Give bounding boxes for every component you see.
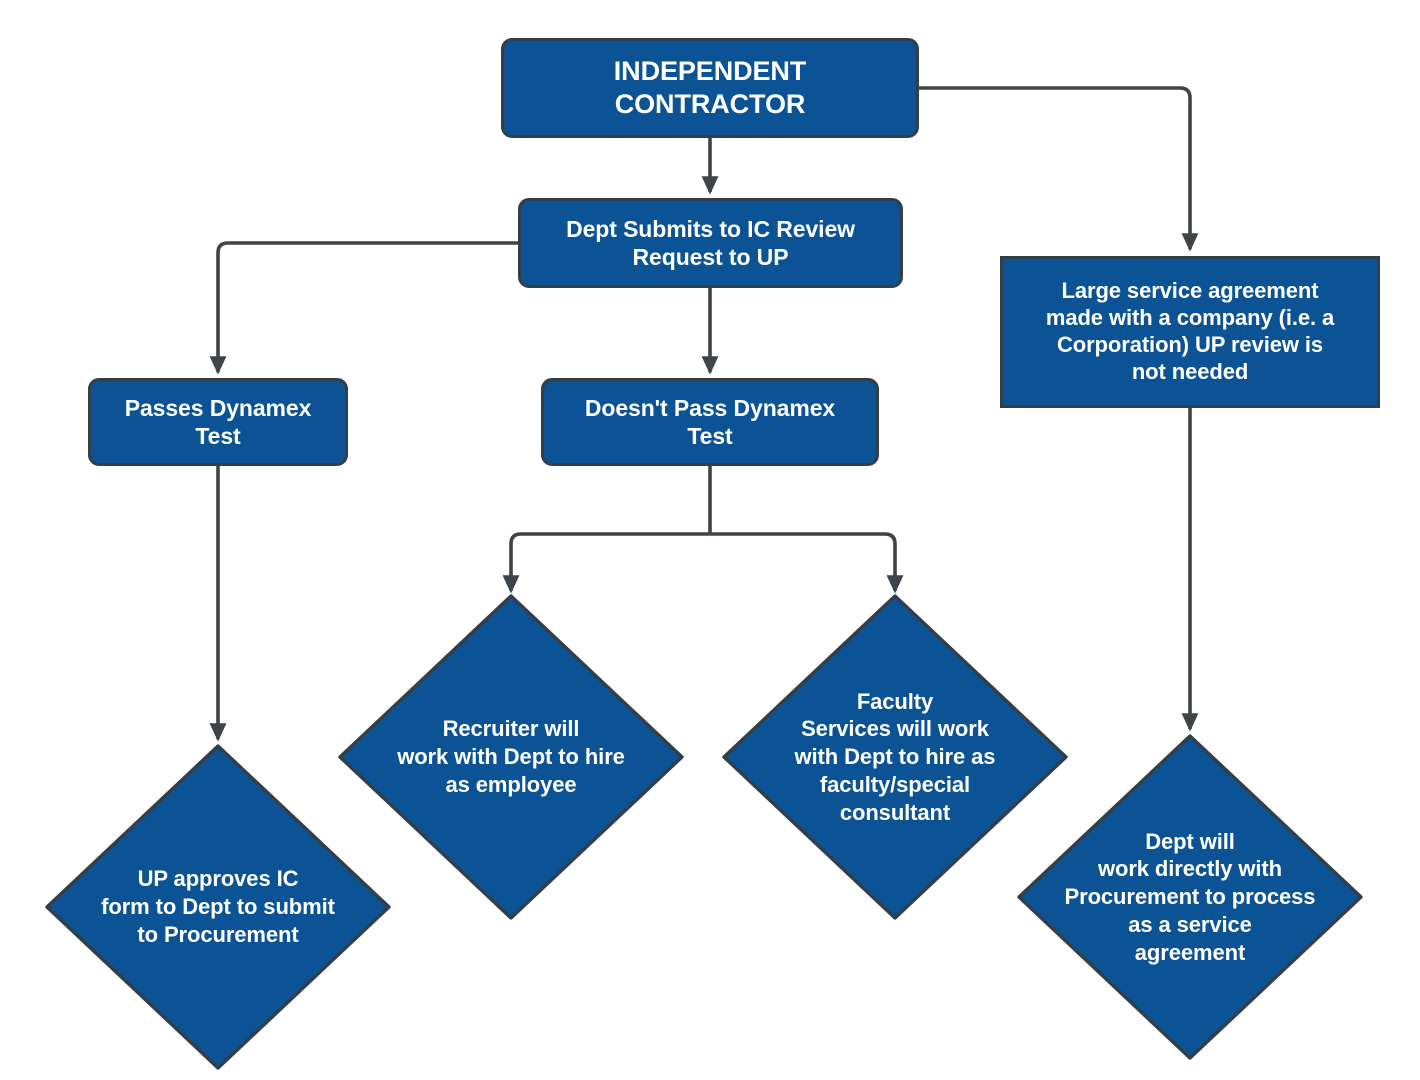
edge-dept-submits-to-passes <box>209 241 518 375</box>
diamond-shape <box>722 594 1068 920</box>
node-dept-procurement-service-agreement[interactable]: Dept will work directly with Procurement… <box>1015 732 1365 1062</box>
node-up-approves-ic-form[interactable]: UP approves IC form to Dept to submit to… <box>43 742 393 1072</box>
node-label: Faculty Services will work with Dept to … <box>794 688 996 825</box>
edge-ic-to-large-service <box>919 86 1199 252</box>
node-faculty-services-hire[interactable]: Faculty Services will work with Dept to … <box>720 592 1070 922</box>
node-large-service-agreement[interactable]: Large service agreement made with a comp… <box>1000 256 1380 408</box>
node-label: Dept will work directly with Procurement… <box>1064 828 1316 965</box>
diamond-shape <box>1017 734 1363 1060</box>
node-recruiter-hire-as-employee[interactable]: Recruiter will work with Dept to hire as… <box>336 592 686 922</box>
node-label: UP approves IC form to Dept to submit to… <box>101 866 335 947</box>
diamond-shape <box>45 744 391 1070</box>
edge-doesnt-pass-to-faculty <box>710 532 904 594</box>
node-passes-dynamex-test[interactable]: Passes Dynamex Test <box>88 378 348 466</box>
node-dept-submits-to-ic-review[interactable]: Dept Submits to IC Review Request to UP <box>518 198 903 288</box>
node-independent-contractor[interactable]: INDEPENDENT CONTRACTOR <box>501 38 919 138</box>
edge-doesnt-pass-to-recruiter <box>502 532 710 594</box>
node-label: Recruiter will work with Dept to hire as… <box>397 716 625 797</box>
node-doesnt-pass-dynamex-test[interactable]: Doesn't Pass Dynamex Test <box>541 378 879 466</box>
diamond-shape <box>338 594 684 920</box>
